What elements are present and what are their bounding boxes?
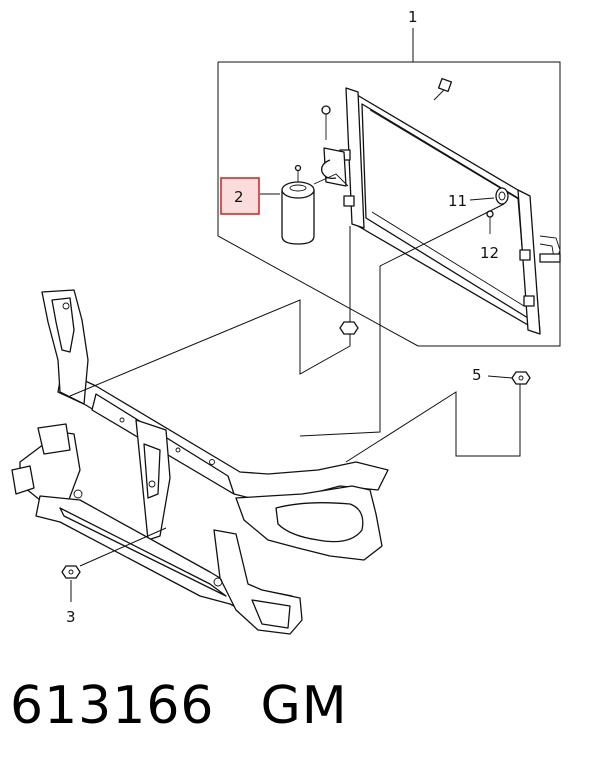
footer: 613166 GM <box>10 676 348 756</box>
callout-2: 2 <box>234 188 244 206</box>
callout-2-highlight <box>220 177 260 215</box>
callout-1: 1 <box>408 8 418 26</box>
callout-11: 11 <box>448 192 467 210</box>
callout-5: 5 <box>472 366 482 384</box>
mount-leader-center <box>299 266 381 437</box>
radiator-support-frame <box>11 289 389 635</box>
callout-11-leader <box>469 197 495 201</box>
screw-part-12 <box>486 210 494 234</box>
mount-leader-right <box>345 384 521 463</box>
grommet-part-11 <box>495 187 509 205</box>
nut-part-5 <box>511 371 531 385</box>
condenser <box>321 77 561 335</box>
receiver-drier <box>281 164 315 245</box>
part-number: 613166 <box>10 676 215 736</box>
callout-5-leader <box>487 375 513 379</box>
callout-12: 12 <box>480 244 499 262</box>
nut-part-3 <box>61 565 81 579</box>
nut-center <box>339 321 359 335</box>
callout-3: 3 <box>66 608 76 626</box>
brand-name: GM <box>260 676 348 736</box>
mount-leader-left <box>69 226 351 397</box>
bolt <box>433 77 453 101</box>
assembly-boundary <box>217 61 561 347</box>
